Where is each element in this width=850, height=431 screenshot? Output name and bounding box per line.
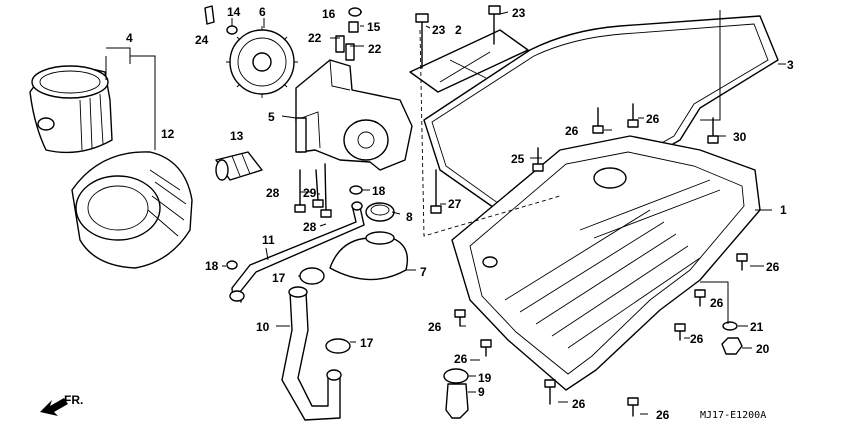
part-label-26b: 26 <box>646 112 660 126</box>
pipe-13-drawing <box>215 151 263 181</box>
strainer-drawing <box>329 202 409 281</box>
small-parts-drawing <box>204 5 362 61</box>
cover-plate-drawing <box>409 5 529 93</box>
part-label-3: 3 <box>787 58 794 72</box>
part-label-26a: 26 <box>565 124 579 138</box>
part-label-26i: 26 <box>656 408 670 422</box>
part-label-26d: 26 <box>710 296 724 310</box>
part-label-27: 27 <box>448 197 462 211</box>
oil-pump-drawing <box>295 59 413 171</box>
part-label-29: 29 <box>303 186 317 200</box>
part-label-26g: 26 <box>454 352 468 366</box>
part-label-26h: 26 <box>572 397 586 411</box>
part-label-28a: 28 <box>266 186 280 200</box>
part-label-7: 7 <box>420 265 427 279</box>
part-label-25: 25 <box>511 152 525 166</box>
part-label-21: 21 <box>750 320 764 334</box>
sprocket-drawing <box>226 26 298 98</box>
part-label-19: 19 <box>478 371 492 385</box>
pipe-10-drawing <box>281 267 351 421</box>
part-label-26f: 26 <box>690 332 704 346</box>
oil-pan-drawing <box>451 135 761 391</box>
part-label-8: 8 <box>406 210 413 224</box>
diagram-code: MJ17-E1200A <box>700 410 766 421</box>
part-label-17a: 17 <box>272 271 286 285</box>
part-label-18b: 18 <box>205 259 219 273</box>
part-label-17b: 17 <box>360 336 374 350</box>
leader-lines <box>105 10 786 415</box>
part-label-14: 14 <box>227 5 241 19</box>
front-direction-arrow: FR. <box>40 393 83 416</box>
part-label-16: 16 <box>322 7 336 21</box>
part-label-9: 9 <box>478 385 485 399</box>
part-label-30: 30 <box>733 130 747 144</box>
part-label-24: 24 <box>195 33 209 47</box>
oil-filter-drawing <box>29 65 113 154</box>
part-label-1: 1 <box>780 203 787 217</box>
part-label-26e: 26 <box>428 320 442 334</box>
part-label-13: 13 <box>230 129 244 143</box>
part-label-10: 10 <box>256 320 270 334</box>
part-label-28b: 28 <box>303 220 317 234</box>
part-label-2: 2 <box>455 23 462 37</box>
part-label-26c: 26 <box>766 260 780 274</box>
filter-element-drawing <box>71 151 193 269</box>
part-label-22a: 22 <box>308 31 322 45</box>
pan-bolts-drawing <box>430 103 748 417</box>
part-label-5: 5 <box>268 110 275 124</box>
part-label-11: 11 <box>262 233 275 247</box>
part-label-20: 20 <box>756 342 770 356</box>
direction-label: FR. <box>64 393 83 407</box>
part-label-15: 15 <box>367 20 381 34</box>
bolts-28-29-drawing <box>294 163 363 218</box>
part-label-23b: 23 <box>512 6 526 20</box>
part-label-18a: 18 <box>372 184 386 198</box>
assembly-dashed-line <box>419 29 561 237</box>
pipe-11-drawing <box>226 201 365 303</box>
part-labels: 4 12 13 14 24 6 16 15 22 22 5 23 2 23 3 … <box>126 5 794 422</box>
part-label-12: 12 <box>161 127 175 141</box>
part-label-22b: 22 <box>368 42 382 56</box>
part-label-4: 4 <box>126 31 133 45</box>
part-label-6: 6 <box>259 5 266 19</box>
pressure-switch-drawing <box>443 368 469 419</box>
part-label-23a: 23 <box>432 23 446 37</box>
